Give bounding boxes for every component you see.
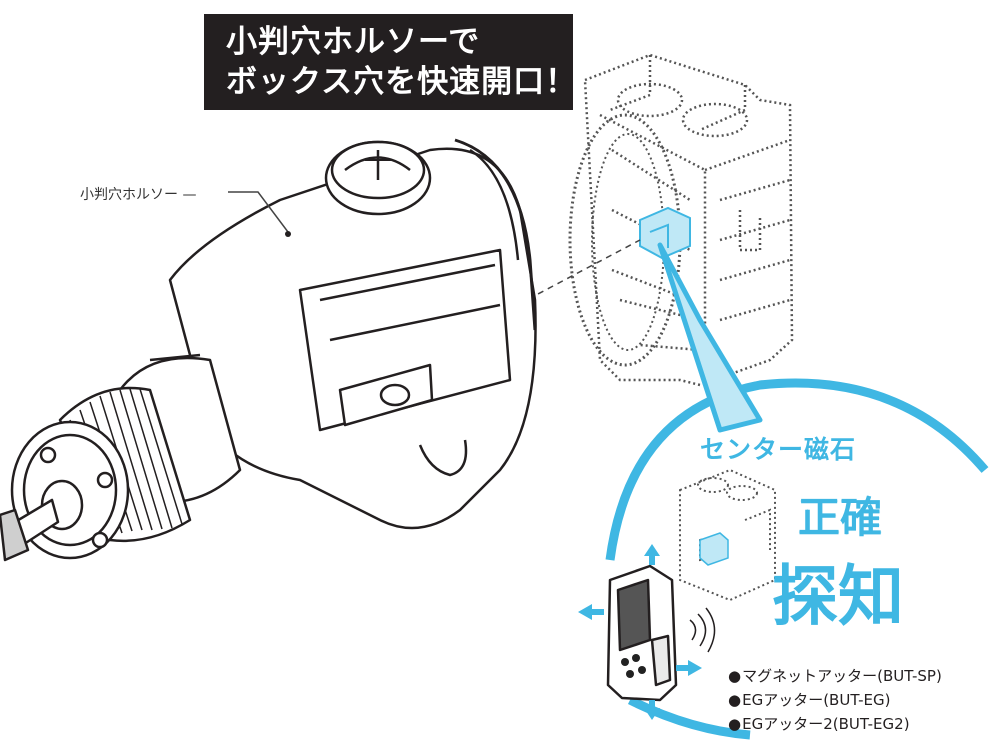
callout-leader: [228, 191, 289, 233]
mini-magnet: [699, 532, 729, 566]
magnify-circle: [605, 378, 989, 561]
product-item: EGアッター(BUT-EG): [728, 688, 942, 712]
product-item: EGアッター2(BUT-EG2): [728, 712, 942, 736]
detector-device: [606, 564, 716, 702]
product-list: マグネットアッター(BUT-SP) EGアッター(BUT-EG) EGアッター2…: [728, 664, 942, 736]
headline-banner: 小判穴ホルソーで ボックス穴を快速開口！: [204, 14, 578, 110]
power-tool: [0, 138, 537, 562]
accuracy-label: 正確: [798, 493, 883, 542]
direction-arrows: [578, 544, 702, 720]
center-magnet-in-box: [639, 206, 691, 260]
product-item: マグネットアッター(BUT-SP): [728, 664, 942, 688]
hole-saw-label: 小判穴ホルソー —: [80, 187, 197, 203]
mini-box: [679, 468, 776, 602]
callout-dot: [285, 231, 291, 237]
detection-label: 探知: [772, 558, 904, 635]
outlet-box: [583, 53, 794, 387]
headline-line-1: 小判穴ホルソーで: [226, 24, 481, 60]
headline-line-2: ボックス穴を快速開口！: [226, 64, 578, 100]
center-magnet-label: センター磁石: [700, 435, 857, 464]
magnify-connector: [657, 242, 763, 433]
